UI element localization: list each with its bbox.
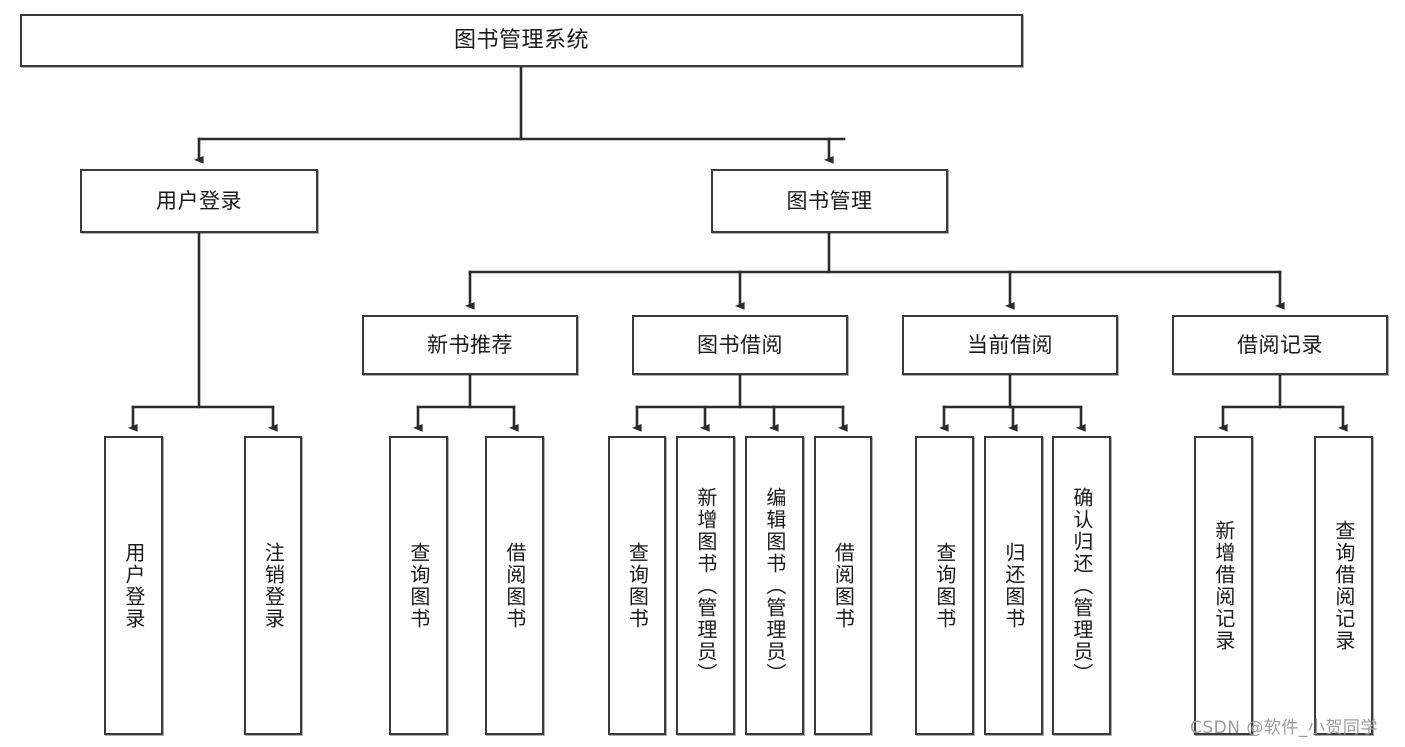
leaf-logout[interactable]: 注销登录 [244, 436, 302, 735]
node-current-borrow[interactable]: 当前借阅 [902, 315, 1118, 375]
leaf-borrow-book-newbook-label: 借阅图书 [502, 541, 527, 630]
leaf-query-book-current[interactable]: 查询图书 [915, 436, 974, 735]
leaf-query-borrow-record-label: 查询借阅记录 [1331, 519, 1356, 652]
leaf-add-book-admin-label: 新增图书（管理员） [693, 486, 718, 685]
leaf-edit-book-admin-label: 编辑图书（管理员） [762, 486, 787, 685]
leaf-query-book-current-label: 查询图书 [932, 541, 957, 630]
leaf-query-book-borrow[interactable]: 查询图书 [608, 436, 666, 735]
leaf-add-borrow-record-label: 新增借阅记录 [1211, 519, 1236, 652]
leaf-user-login[interactable]: 用户登录 [104, 436, 163, 735]
leaf-query-book-newbook[interactable]: 查询图书 [389, 436, 448, 735]
leaf-logout-label: 注销登录 [261, 541, 286, 630]
leaf-query-borrow-record[interactable]: 查询借阅记录 [1314, 436, 1373, 735]
node-book-borrow-label: 图书借阅 [697, 332, 783, 357]
leaf-confirm-return-admin[interactable]: 确认归还（管理员） [1052, 436, 1111, 735]
node-current-borrow-label: 当前借阅 [967, 332, 1053, 357]
leaf-query-book-borrow-label: 查询图书 [625, 541, 650, 630]
node-borrow-record[interactable]: 借阅记录 [1172, 315, 1388, 375]
node-book-borrow[interactable]: 图书借阅 [632, 315, 848, 375]
leaf-edit-book-admin[interactable]: 编辑图书（管理员） [745, 436, 804, 735]
leaf-return-book[interactable]: 归还图书 [984, 436, 1043, 735]
node-borrow-record-label: 借阅记录 [1237, 332, 1323, 357]
watermark-text: CSDN @软件_小贺同学 [1190, 718, 1378, 738]
leaf-confirm-return-admin-label: 确认归还（管理员） [1069, 486, 1094, 685]
leaf-add-book-admin[interactable]: 新增图书（管理员） [676, 436, 735, 735]
leaf-user-login-label: 用户登录 [121, 541, 146, 630]
leaf-add-borrow-record[interactable]: 新增借阅记录 [1194, 436, 1253, 735]
leaf-borrow-book-label: 借阅图书 [831, 541, 856, 630]
node-user-login[interactable]: 用户登录 [80, 169, 318, 233]
leaf-return-book-label: 归还图书 [1001, 541, 1026, 630]
node-new-book-recommend-label: 新书推荐 [427, 332, 513, 357]
leaf-query-book-newbook-label: 查询图书 [406, 541, 431, 630]
leaf-borrow-book[interactable]: 借阅图书 [814, 436, 872, 735]
node-user-login-label: 用户登录 [156, 188, 242, 213]
node-root[interactable]: 图书管理系统 [20, 14, 1023, 67]
node-book-management-label: 图书管理 [786, 188, 873, 213]
node-book-management[interactable]: 图书管理 [711, 169, 948, 233]
leaf-borrow-book-newbook[interactable]: 借阅图书 [485, 436, 544, 735]
node-root-label: 图书管理系统 [453, 27, 589, 53]
node-new-book-recommend[interactable]: 新书推荐 [362, 315, 578, 375]
